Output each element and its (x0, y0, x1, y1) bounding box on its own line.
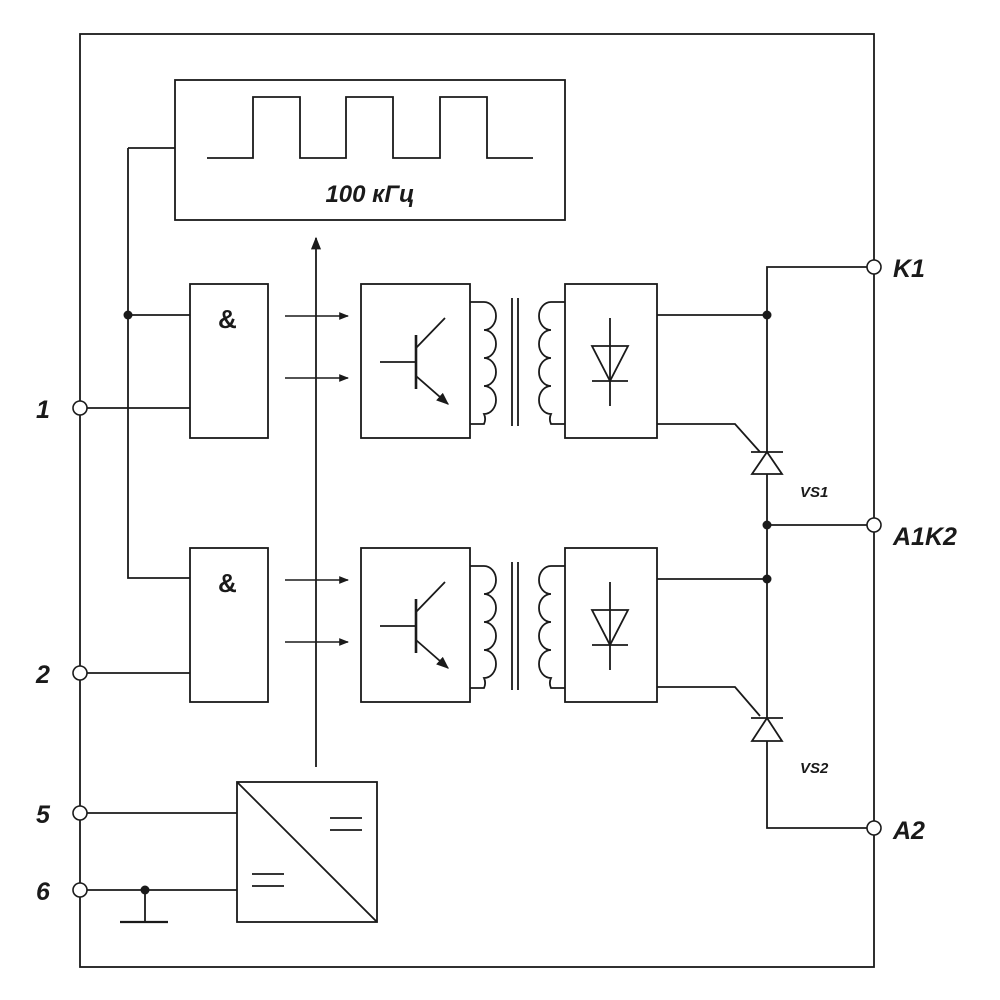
pin-label: A1K2 (892, 523, 957, 551)
pin-1[interactable]: 1 (36, 396, 88, 424)
device-outline (79, 33, 875, 968)
pin-5[interactable]: 5 (36, 801, 88, 829)
junction-dot (762, 310, 772, 320)
power-line (762, 266, 874, 829)
pin-label: 6 (36, 878, 51, 906)
junction-dot (762, 520, 772, 530)
oscillator-block: 100 кГц (174, 79, 566, 221)
thyristor-label: VS2 (800, 760, 829, 777)
pin-a2[interactable]: A2 (866, 817, 925, 845)
bus-line (127, 147, 190, 579)
thyristor-vs1: VS1 (750, 450, 828, 501)
transformer-lower (470, 562, 565, 690)
pin-k1[interactable]: K1 (866, 255, 925, 283)
pin-6[interactable]: 6 (36, 878, 88, 906)
thyristor-vs2: VS2 (750, 716, 829, 777)
and-gate-upper: & (189, 283, 269, 439)
transformer-upper (470, 298, 565, 426)
dc-dc-converter (236, 781, 378, 923)
pin-label: A2 (892, 817, 925, 845)
pin-label: 5 (36, 801, 51, 829)
oscillator-frequency-label: 100 кГц (325, 181, 414, 208)
transistor-block-upper (360, 283, 471, 439)
thyristor-label: VS1 (800, 484, 828, 501)
and-gate-label: & (218, 568, 237, 598)
pin-label: 1 (36, 396, 50, 424)
pin-2[interactable]: 2 (35, 661, 88, 689)
junction-dot (123, 310, 133, 320)
rectifier-block-lower (564, 547, 658, 703)
junction-dot (762, 574, 772, 584)
gate-drive-wiring (657, 314, 767, 717)
rectifier-block-upper (564, 283, 658, 439)
gate-output-arrows (285, 312, 349, 646)
pin-label: K1 (893, 255, 925, 283)
transistor-block-lower (360, 547, 471, 703)
square-wave (207, 96, 533, 159)
pin-a1k2[interactable]: A1K2 (866, 517, 957, 551)
pin-label: 2 (35, 661, 50, 689)
left-pin-wiring (80, 407, 237, 924)
and-gate-label: & (218, 304, 237, 334)
and-gate-lower: & (189, 547, 269, 703)
